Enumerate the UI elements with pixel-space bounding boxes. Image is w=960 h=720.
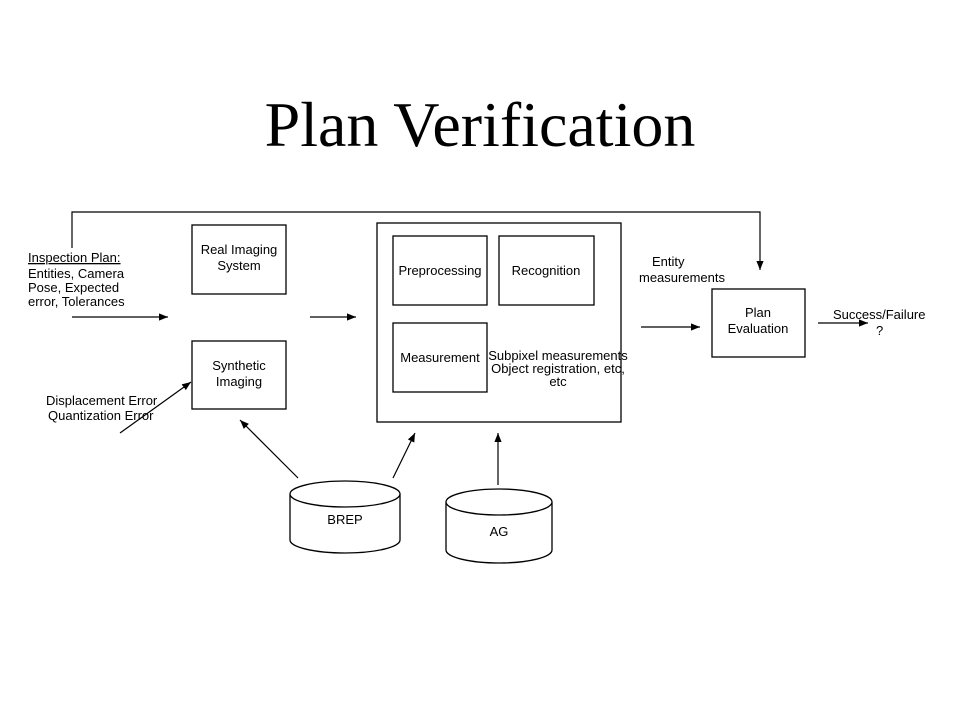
entity-measurements-label: Entity xyxy=(652,254,685,269)
measurement-note: Subpixel measurements xyxy=(488,348,628,363)
ag-label: AG xyxy=(490,524,509,539)
real-imaging-system-box xyxy=(191,224,287,295)
preprocessing-label: Preprocessing xyxy=(398,263,481,278)
quantization-error-label: Quantization Error xyxy=(48,408,154,423)
displacement-error-label: Displacement Error xyxy=(46,393,158,408)
page-title: Plan Verification xyxy=(264,89,696,160)
plan-evaluation-label: Plan xyxy=(745,305,771,320)
result-label: ? xyxy=(876,323,883,338)
measurement-label: Measurement xyxy=(400,350,480,365)
synthetic-imaging-box xyxy=(191,340,287,410)
synthetic-imaging-label: Synthetic xyxy=(212,358,266,373)
synthetic-imaging-label: Imaging xyxy=(216,374,262,389)
brep-to-synthetic-arrow xyxy=(239,419,299,479)
result-label: Success/Failure xyxy=(833,307,925,322)
plan-evaluation-box xyxy=(711,288,806,358)
inspection-plan-label: Inspection Plan: Entities, Camera Pose, … xyxy=(28,250,125,309)
entity-measurements-label: measurements xyxy=(639,270,725,285)
inspection-plan-line: Pose, Expected xyxy=(28,280,119,295)
plan-evaluation-label: Evaluation xyxy=(728,321,789,336)
inspection-plan-heading: Inspection Plan: xyxy=(28,250,121,265)
brep-database: BREP xyxy=(289,480,401,554)
real-imaging-label: Real Imaging xyxy=(201,242,278,257)
measurement-box xyxy=(392,322,488,393)
preprocessing-box xyxy=(392,235,488,306)
brep-label: BREP xyxy=(327,512,362,527)
inspection-plan-line: Entities, Camera xyxy=(28,266,125,281)
recognition-box xyxy=(498,235,595,306)
inspection-plan-line: error, Tolerances xyxy=(28,294,125,309)
measurement-note: Object registration, etc, xyxy=(491,361,625,376)
error-arrow xyxy=(119,381,192,434)
brep-to-processing-arrow xyxy=(392,432,416,479)
measurement-note: etc xyxy=(549,374,567,389)
real-imaging-label: System xyxy=(217,258,260,273)
feedback-arrow xyxy=(71,211,764,270)
ag-database: AG xyxy=(445,488,553,564)
recognition-label: Recognition xyxy=(512,263,581,278)
